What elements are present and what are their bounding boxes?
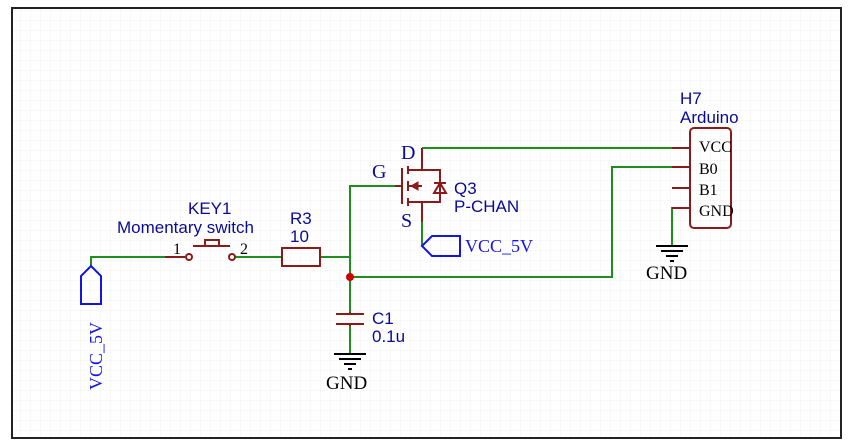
body-diode bbox=[432, 181, 448, 194]
resistor-ref: R3 bbox=[290, 209, 312, 228]
gnd-symbol-header: GND bbox=[646, 245, 688, 284]
switch-pin1-label: 1 bbox=[173, 241, 181, 258]
gnd-label-capacitor: GND bbox=[326, 373, 367, 394]
wire-node-to-b0 bbox=[350, 166, 690, 278]
diode-frame bbox=[422, 169, 441, 203]
resistor-body bbox=[281, 247, 321, 267]
vcc-net-flag-left[interactable]: VCC_5V bbox=[80, 264, 106, 390]
capacitor-ref: C1 bbox=[372, 309, 394, 328]
gnd-label-header: GND bbox=[646, 263, 687, 284]
switch-contact-1 bbox=[185, 253, 193, 261]
resistor-value: 10 bbox=[290, 227, 309, 246]
mosfet-pin-s: S bbox=[401, 210, 412, 232]
net-flag-shape bbox=[420, 235, 461, 257]
resistor-r3[interactable]: R3 10 bbox=[281, 209, 321, 267]
net-label-vcc-source: VCC_5V bbox=[465, 236, 533, 256]
header-pin-b0: B0 bbox=[699, 161, 718, 178]
gnd-symbol-capacitor: GND bbox=[326, 353, 367, 394]
switch-ref: KEY1 bbox=[188, 199, 231, 218]
capacitor-c1[interactable]: C1 0.1u bbox=[336, 309, 405, 346]
capacitor-value: 0.1u bbox=[372, 327, 405, 346]
mosfet-q3[interactable]: D G S Q3 P-CHAN bbox=[372, 142, 519, 232]
body-arrow bbox=[409, 181, 419, 191]
header-ref: H7 bbox=[680, 89, 702, 108]
mosfet-value: P-CHAN bbox=[454, 197, 519, 216]
mosfet-pin-g: G bbox=[372, 161, 386, 183]
switch-value: Momentary switch bbox=[117, 218, 254, 237]
header-value: Arduino bbox=[680, 108, 739, 127]
wires bbox=[90, 147, 690, 354]
wire-node-to-gate bbox=[349, 185, 395, 257]
mosfet-ref: Q3 bbox=[454, 179, 477, 198]
header-pin-b1: B1 bbox=[699, 182, 718, 199]
header-body bbox=[689, 127, 732, 229]
header-pin-vcc: VCC bbox=[699, 139, 732, 156]
sheet-border bbox=[11, 7, 842, 439]
switch-button bbox=[204, 239, 220, 247]
net-label-vcc-left: VCC_5V bbox=[86, 322, 106, 390]
vcc-net-flag-source[interactable]: VCC_5V bbox=[420, 235, 533, 257]
junction-dot bbox=[346, 273, 354, 281]
wire-vcc-to-switch bbox=[90, 256, 165, 266]
switch-contact-2 bbox=[228, 253, 236, 261]
arduino-header-h7[interactable]: VCC B0 B1 GND H7 Arduino bbox=[672, 89, 739, 229]
header-pin-gnd: GND bbox=[699, 203, 734, 220]
switch-pin2-label: 2 bbox=[240, 241, 248, 258]
momentary-switch[interactable]: 1 2 KEY1 Momentary switch bbox=[117, 199, 254, 261]
mosfet-pin-d: D bbox=[401, 142, 415, 164]
net-flag-shape bbox=[80, 264, 102, 305]
